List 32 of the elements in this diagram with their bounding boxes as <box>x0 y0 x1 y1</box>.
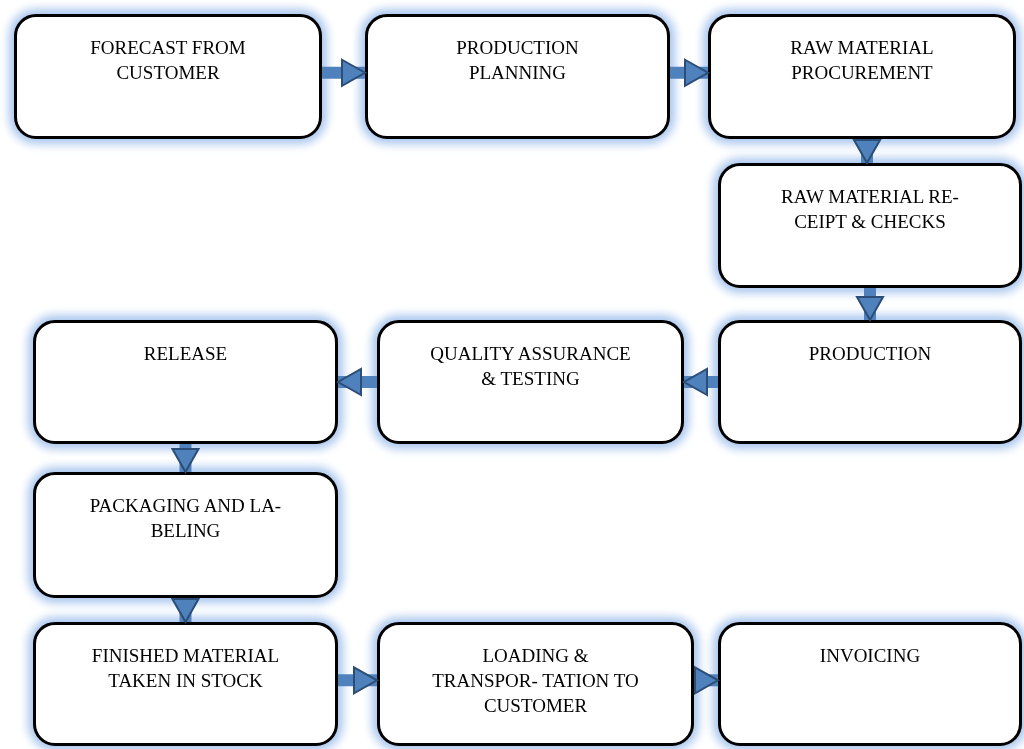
step-label: PRODUCTION PLANNING <box>455 36 580 85</box>
step-label: RAW MATERIAL PROCUREMENT <box>789 36 935 85</box>
block-arrow <box>856 288 884 321</box>
block-arrow <box>171 444 200 473</box>
block-arrow <box>171 598 200 623</box>
step-label: RELEASE <box>142 342 229 366</box>
step-label: PRODUCTION <box>807 342 933 366</box>
block-arrow <box>338 666 378 695</box>
step-label: INVOICING <box>818 644 922 668</box>
process-box <box>718 320 1022 444</box>
step-label: FINISHED MATERIAL TAKEN IN STOCK <box>90 644 281 693</box>
block-arrow <box>670 58 709 87</box>
process-box <box>33 622 338 746</box>
step-label: LOADING & TRANSPOR- TATION TO CUSTOMER <box>431 644 640 718</box>
block-arrow <box>337 368 377 396</box>
block-arrow <box>853 139 881 164</box>
process-box <box>718 622 1022 746</box>
process-box <box>365 14 670 139</box>
step-label: FORECAST FROM CUSTOMER <box>89 36 247 85</box>
process-box <box>708 14 1016 139</box>
step-label: QUALITY ASSURANCE & TESTING <box>430 342 631 391</box>
process-box <box>377 622 694 746</box>
step-label: PACKAGING AND LA- BELING <box>88 494 283 543</box>
block-arrow <box>683 368 718 396</box>
process-box <box>33 320 338 444</box>
process-box <box>718 163 1022 288</box>
block-arrow <box>694 666 719 695</box>
process-box <box>14 14 322 139</box>
process-box <box>377 320 684 444</box>
block-arrow <box>322 58 366 87</box>
step-label: RAW MATERIAL RE- CEIPT & CHECKS <box>780 185 960 234</box>
process-box <box>33 472 338 598</box>
